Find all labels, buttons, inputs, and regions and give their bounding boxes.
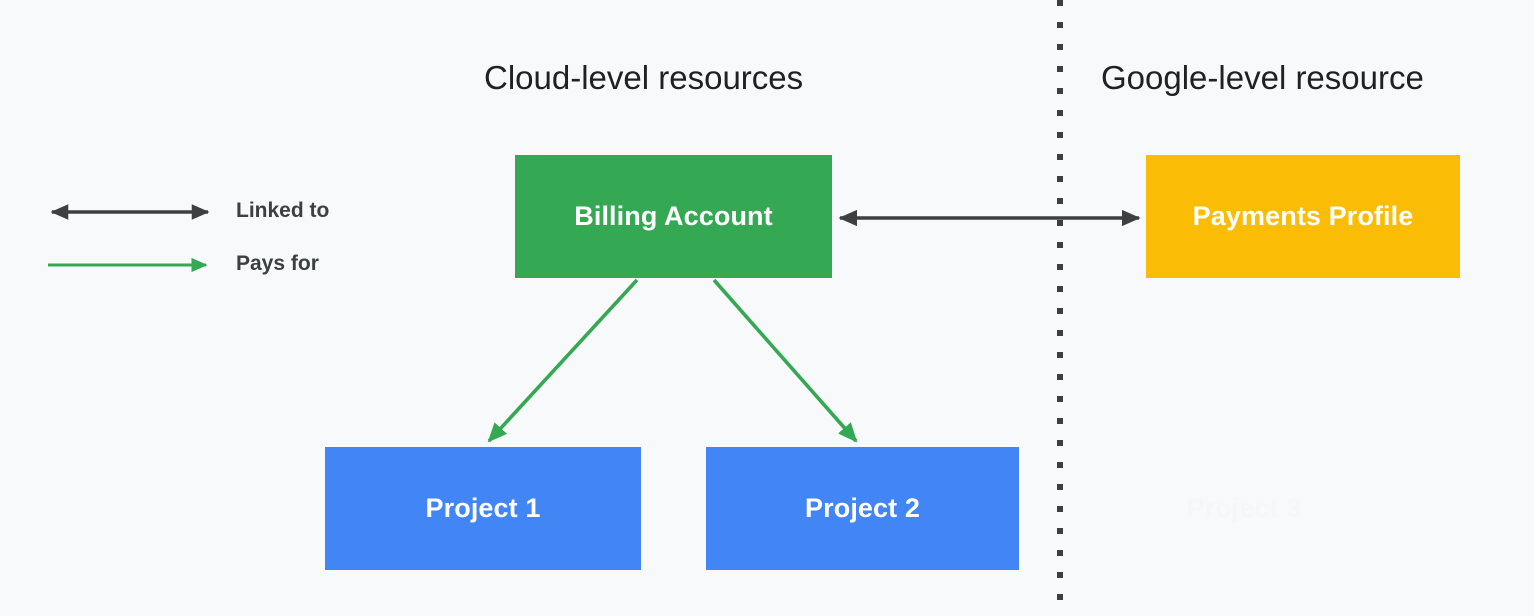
connector-billing-to-project2: [712, 278, 858, 443]
legend-label-linked-to: Linked to: [236, 199, 330, 222]
legend-label-pays-for: Pays for: [236, 252, 319, 275]
node-project-3: Project 3: [1186, 492, 1302, 523]
connector-billing-to-project1: [487, 278, 639, 443]
node-project-1[interactable]: Project 1: [325, 447, 641, 570]
column-header-cloud-level: Cloud-level resources: [484, 59, 804, 96]
node-payments-profile[interactable]: Payments Profile: [1146, 155, 1460, 278]
node-billing-account[interactable]: Billing Account: [515, 155, 832, 278]
node-project-2[interactable]: Project 2: [706, 447, 1019, 570]
column-header-google-level: Google-level resource: [1101, 59, 1424, 96]
